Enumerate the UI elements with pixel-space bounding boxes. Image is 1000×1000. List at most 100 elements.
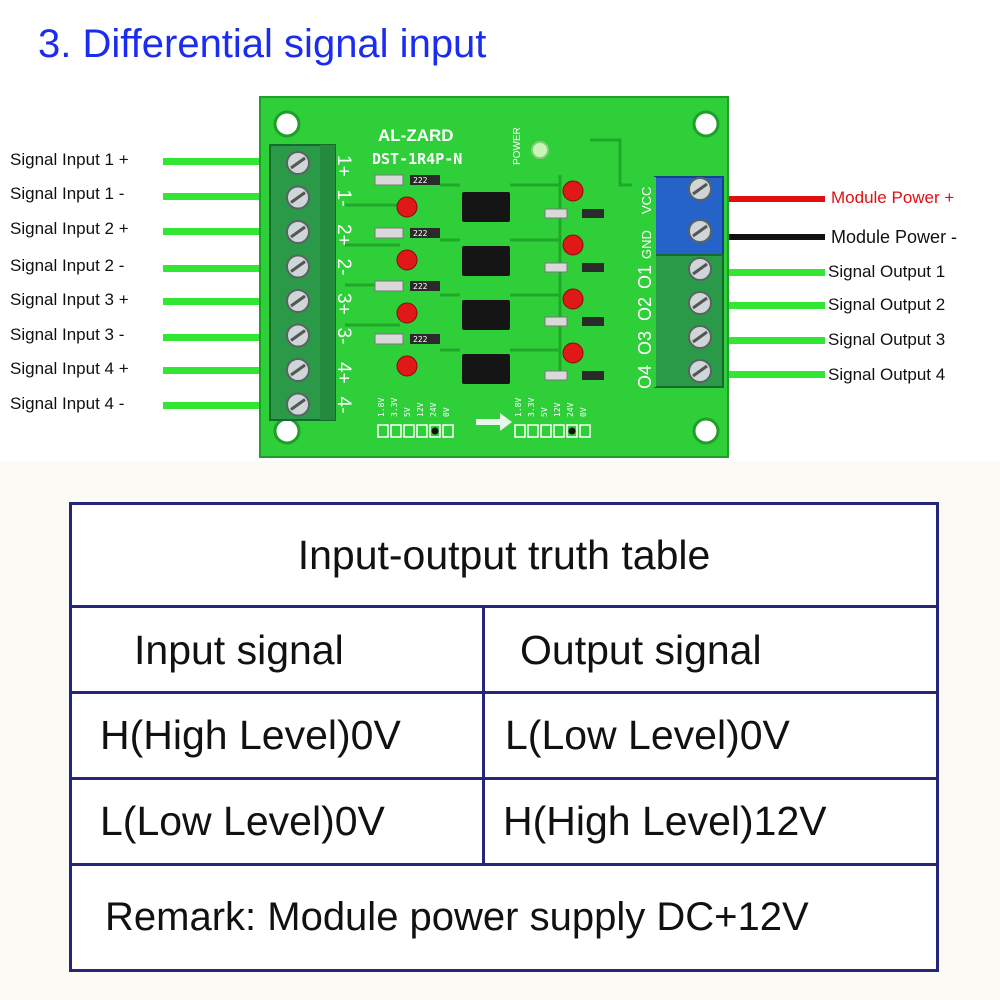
output-screws: [688, 177, 712, 383]
output-pin-label: O2: [635, 297, 655, 321]
jumper-pad: [514, 424, 526, 438]
resistor-icon: [582, 263, 604, 272]
jumper-pad: [442, 424, 454, 438]
input-wire-2n: [163, 265, 273, 272]
voltage-option-label: 1.8V: [377, 398, 386, 417]
resistor-icon: [544, 370, 568, 381]
output-pin-label: GND: [639, 230, 654, 259]
input-wire-2p: [163, 228, 273, 235]
truth-table: Input-output truth table Input signal Ou…: [69, 502, 939, 972]
jumper-pad: [390, 424, 402, 438]
signal-input-4-plus-label: Signal Input 4 +: [10, 359, 129, 378]
input-wire-3n: [163, 334, 273, 341]
input-pin-label: 4+: [333, 362, 354, 384]
resistor-icon: [544, 316, 568, 327]
resistor-icon: [582, 317, 604, 326]
module-power-plus-label: Module Power +: [831, 188, 955, 207]
input-wire-3p: [163, 298, 273, 305]
signal-input-3-plus-label: Signal Input 3 +: [10, 290, 129, 309]
voltage-option-label: 3.3V: [527, 398, 536, 417]
resistor-code: 222: [413, 176, 428, 185]
board-model: DST-1R4P-N: [372, 150, 462, 168]
resistor-icon: [410, 281, 440, 291]
led-icon: [396, 249, 418, 271]
output-pin-label: O1: [635, 265, 655, 289]
output-wire-1: [720, 269, 825, 276]
voltage-option-label: 0V: [442, 407, 451, 417]
led-icon: [396, 302, 418, 324]
row2-input: L(Low Level)0V: [72, 780, 482, 863]
resistor-icon: [544, 262, 568, 273]
voltage-option-label: 0V: [579, 407, 588, 417]
resistor-icon: [374, 333, 404, 345]
power-led: [531, 141, 549, 159]
terminal-screw-icon: [688, 325, 712, 349]
jumper-pad: [579, 424, 591, 438]
terminal-screw-icon: [286, 254, 310, 279]
output-wire-2: [720, 302, 825, 309]
signal-input-3-minus-label: Signal Input 3 -: [10, 325, 125, 344]
resistor-icon: [374, 174, 404, 186]
terminal-screw-icon: [286, 220, 310, 244]
header-output-signal: Output signal: [485, 608, 936, 692]
terminal-screw-icon: [286, 185, 310, 210]
output-pin-label: O4: [635, 365, 655, 389]
resistor-code: 222: [413, 335, 428, 344]
input-pin-label: 1+: [333, 155, 354, 177]
voltage-option-label: 24V: [566, 402, 575, 417]
terminal-screw-icon: [688, 359, 712, 383]
terminal-screw-icon: [688, 291, 712, 315]
module-diagram: AL-ZARD DST-1R4P-N POWER 1+1-2+2-3+3-4+4…: [163, 96, 825, 458]
mounting-hole: [273, 417, 301, 445]
resistor-icon: [410, 228, 440, 238]
jumper-pad: [566, 424, 578, 438]
input-pin-labels: 1+1-2+2-3+3-4+4-: [333, 155, 354, 413]
led-icon: [562, 234, 584, 256]
header-input-signal: Input signal: [72, 608, 482, 692]
input-pin-label: 3+: [333, 293, 354, 315]
resistor-code: 222: [413, 282, 428, 291]
jumper-dot: [568, 427, 576, 435]
voltage-option-label: 12V: [416, 402, 425, 417]
output-pin-label: VCC: [639, 187, 654, 214]
led-icon: [562, 288, 584, 310]
input-wire-1p: [163, 158, 273, 165]
terminal-screw-icon: [688, 257, 712, 281]
jumper-pad: [403, 424, 415, 438]
page-title: 3. Differential signal input: [38, 22, 487, 66]
input-wire-1n: [163, 193, 273, 200]
voltage-option-label: 1.8V: [514, 398, 523, 417]
signal-output-4-label: Signal Output 4: [828, 365, 946, 384]
signal-output-2-label: Signal Output 2: [828, 295, 946, 314]
signal-input-1-plus-label: Signal Input 1 +: [10, 150, 129, 169]
terminal-screw-icon: [688, 177, 712, 201]
board-brand: AL-ZARD: [378, 126, 454, 145]
jumper-pad: [429, 424, 441, 438]
row1-output: L(Low Level)0V: [485, 694, 936, 777]
signal-input-1-minus-label: Signal Input 1 -: [10, 184, 125, 203]
resistor-icon: [410, 175, 440, 185]
jumper-pad: [377, 424, 389, 438]
resistor-code: 222: [413, 229, 428, 238]
optocoupler-icon: [462, 300, 510, 330]
resistor-icon: [374, 280, 404, 292]
input-pin-label: 4-: [333, 397, 354, 414]
resistor-icon: [374, 227, 404, 239]
output-wires: [720, 196, 825, 378]
power-minus-wire: [720, 234, 825, 240]
signal-input-2-plus-label: Signal Input 2 +: [10, 219, 129, 238]
resistor-icon: [410, 334, 440, 344]
resistor-icon: [582, 209, 604, 218]
resistor-icon: [544, 208, 568, 219]
jumper-pad: [540, 424, 552, 438]
right-components: [544, 180, 604, 381]
module-power-minus-label: Module Power -: [831, 227, 958, 247]
resistor-icon: [582, 371, 604, 380]
terminal-screw-icon: [286, 151, 310, 175]
optocouplers: [462, 192, 510, 384]
mounting-hole: [273, 110, 301, 138]
input-pin-label: 2+: [333, 224, 354, 246]
